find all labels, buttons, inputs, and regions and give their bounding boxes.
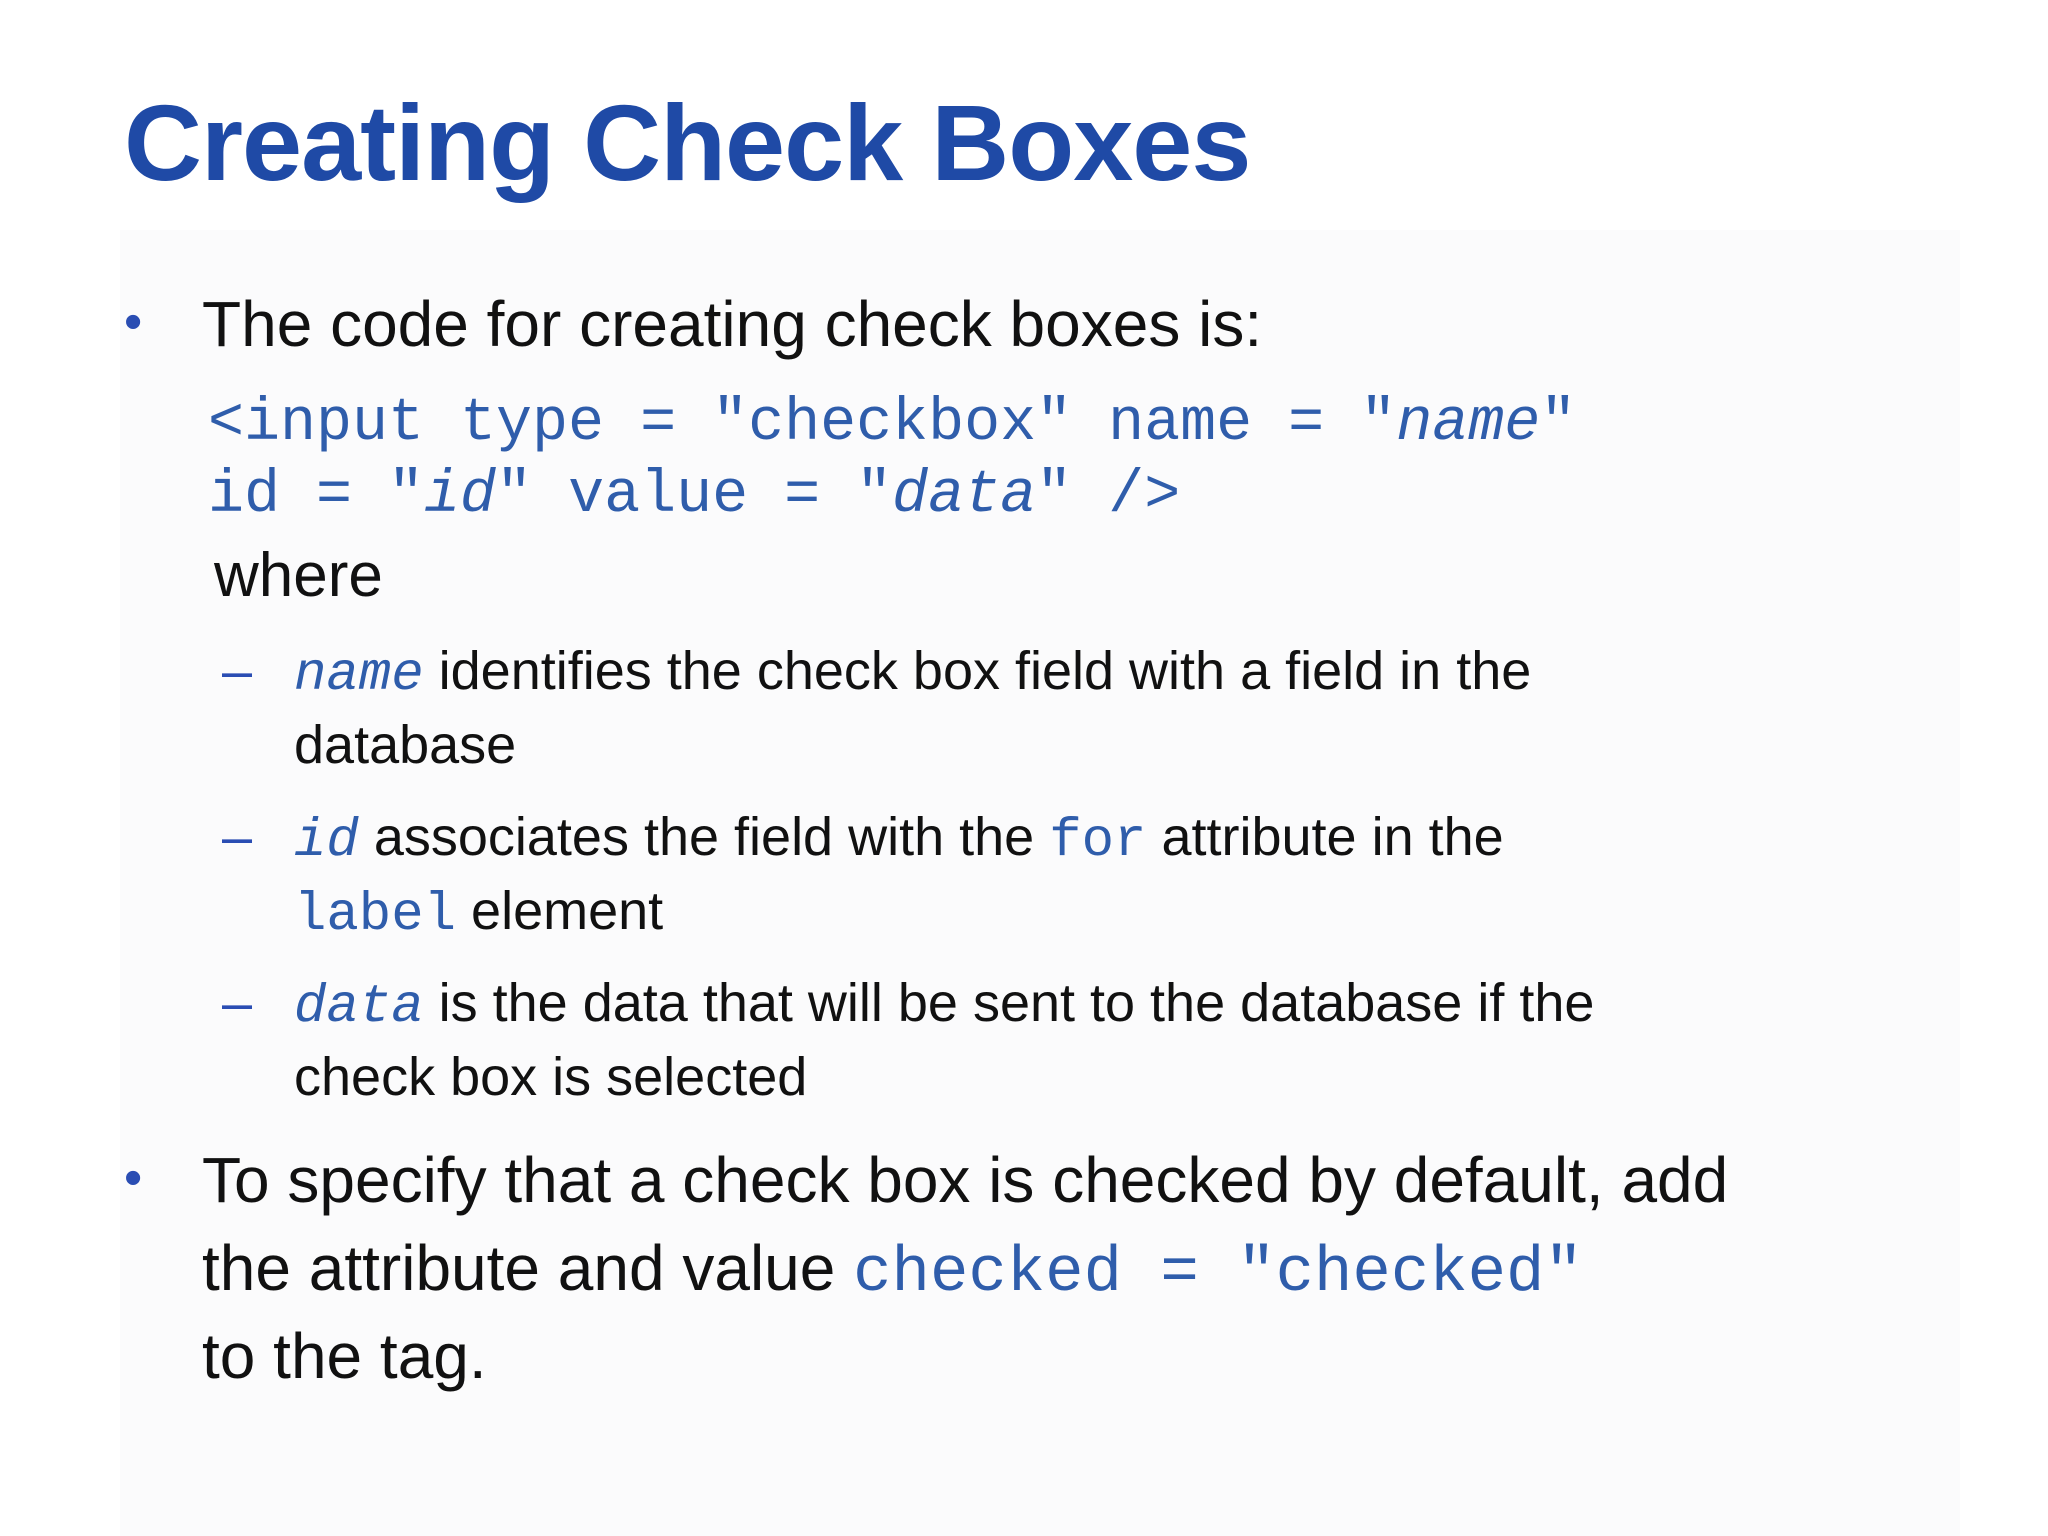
code-checked: checked = "checked"	[853, 1238, 1583, 1310]
sub-item-text: identifies the check box field with a fi…	[438, 641, 1532, 701]
code-label: label	[294, 885, 457, 946]
code-placeholder-name: name	[1396, 390, 1541, 458]
code-line-2: id = "id" value = "data" />	[208, 460, 1180, 532]
code-segment: "	[1540, 390, 1577, 458]
bullet-2-line-2: the attribute and value checked = "check…	[202, 1226, 1583, 1316]
sub-item-name: – name identifies the check box field wi…	[222, 634, 1922, 784]
code-segment: " value = "	[496, 462, 893, 530]
sub-item-line: database	[294, 708, 516, 782]
sub-item-text: is the data that will be sent to the dat…	[438, 973, 1595, 1033]
sub-item-line: data is the data that will be sent to th…	[294, 966, 1594, 1045]
sub-item-text: check box is selected	[294, 1047, 808, 1107]
term-name: name	[294, 645, 424, 706]
code-segment: " />	[1036, 462, 1181, 530]
where-label: where	[214, 541, 383, 610]
sub-item-text: attribute in the	[1161, 807, 1504, 867]
code-for: for	[1049, 811, 1147, 872]
sub-item-text: database	[294, 715, 517, 775]
sub-item-line: label element	[294, 874, 663, 953]
bullet-dot-icon: •	[124, 293, 143, 351]
bullet-2-text: the attribute and value	[202, 1232, 836, 1304]
sub-item-line: id associates the field with the for att…	[294, 800, 1504, 879]
sub-item-text: element	[471, 881, 664, 941]
sub-item-text: associates the field with the	[373, 807, 1035, 867]
code-placeholder-data: data	[892, 462, 1037, 530]
dash-icon: –	[222, 973, 253, 1033]
bullet-2-line-3: to the tag.	[202, 1320, 487, 1392]
dash-icon: –	[222, 807, 253, 867]
bullet-1: • The code for creating check boxes is:	[124, 282, 1924, 372]
content-panel	[120, 230, 1960, 1536]
code-segment: id = "	[208, 462, 425, 530]
sub-item-id: – id associates the field with the for a…	[222, 800, 1922, 950]
slide-title: Creating Check Boxes	[124, 82, 1251, 203]
sub-item-line: name identifies the check box field with…	[294, 634, 1531, 713]
code-segment: <input type = "checkbox" name = "	[208, 390, 1397, 458]
term-id: id	[294, 811, 359, 872]
term-data: data	[294, 977, 424, 1038]
dash-icon: –	[222, 641, 253, 701]
bullet-2: • To specify that a check box is checked…	[124, 1138, 1964, 1408]
sub-item-line: check box is selected	[294, 1040, 807, 1114]
code-line-1: <input type = "checkbox" name = "name"	[208, 388, 1576, 460]
bullet-2-line-1: To specify that a check box is checked b…	[202, 1144, 1729, 1216]
bullet-1-text: The code for creating check boxes is:	[202, 288, 1263, 360]
code-placeholder-id: id	[424, 462, 497, 530]
bullet-dot-icon: •	[124, 1149, 143, 1207]
sub-item-data: – data is the data that will be sent to …	[222, 966, 1922, 1116]
